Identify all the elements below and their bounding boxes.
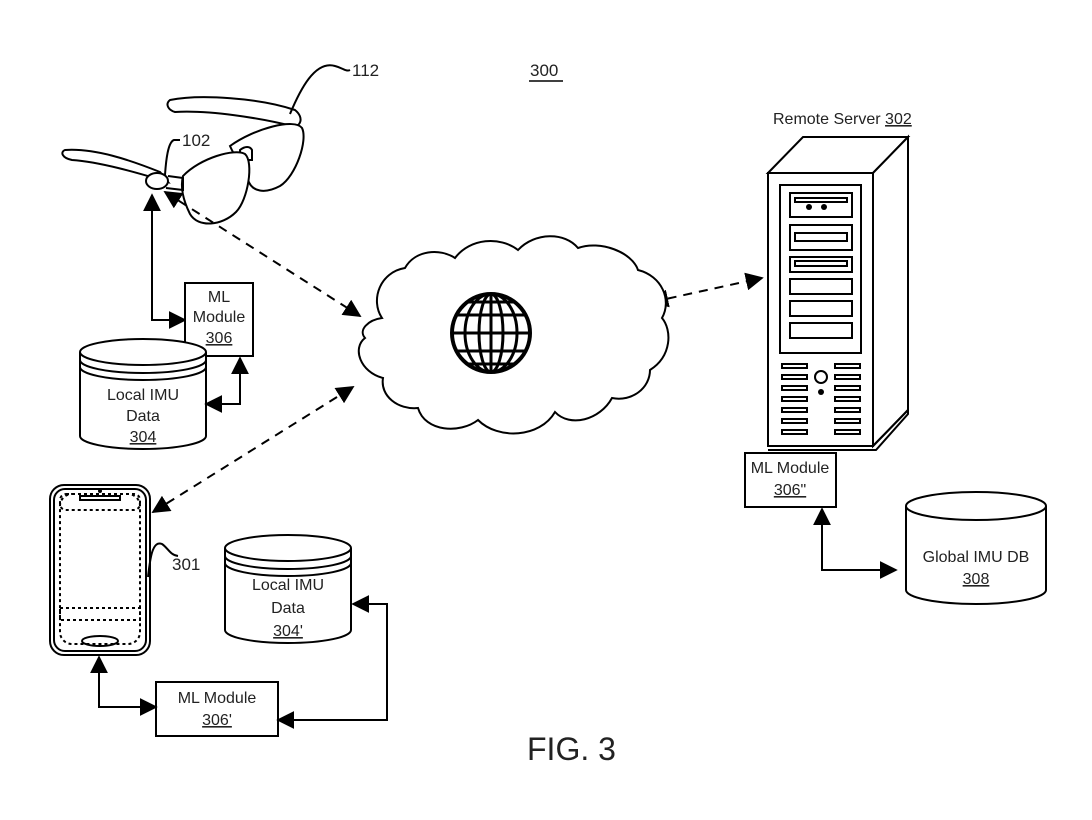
remote-server-label: Remote Server 302 [773,111,912,128]
glasses-ref-112: 112 [352,61,379,80]
globe-icon [450,292,532,374]
global-imu-db-308 [905,491,1047,605]
network-cloud [357,235,670,435]
server-tower-icon [765,134,911,451]
local-imu-304-line2: Data [126,408,160,425]
local-imu-304p-ref: 304' [273,623,303,640]
global-db-label: Global IMU DB [923,549,1030,566]
local-imu-304-line1: Local IMU [107,387,179,404]
ml-module-306p-label: ML Module [178,690,257,707]
ml-module-306-line1: ML [208,289,230,306]
ml-module-306pp-label: ML Module [751,460,830,477]
local-imu-304p-line1: Local IMU [252,577,324,594]
ml-module-306pp-ref: 306" [774,482,806,499]
local-imu-304-ref: 304 [130,429,157,446]
local-imu-304p-line2: Data [271,600,305,617]
ml-module-306-ref: 306 [206,330,233,347]
figure-caption: FIG. 3 [527,731,616,767]
global-db-ref: 308 [963,571,990,588]
sensor-ref-102: 102 [182,131,210,150]
mobile-phone-icon [49,484,151,656]
phone-ref-301: 301 [172,555,200,574]
remote-server-ref: 302 [885,111,912,128]
ml-module-306-line2: Module [193,309,246,326]
ml-module-306-double-prime [744,452,837,508]
ml-module-306p-ref: 306' [202,712,232,729]
figure-ref-300: 300 [530,61,558,80]
ml-module-306-prime [155,681,279,737]
